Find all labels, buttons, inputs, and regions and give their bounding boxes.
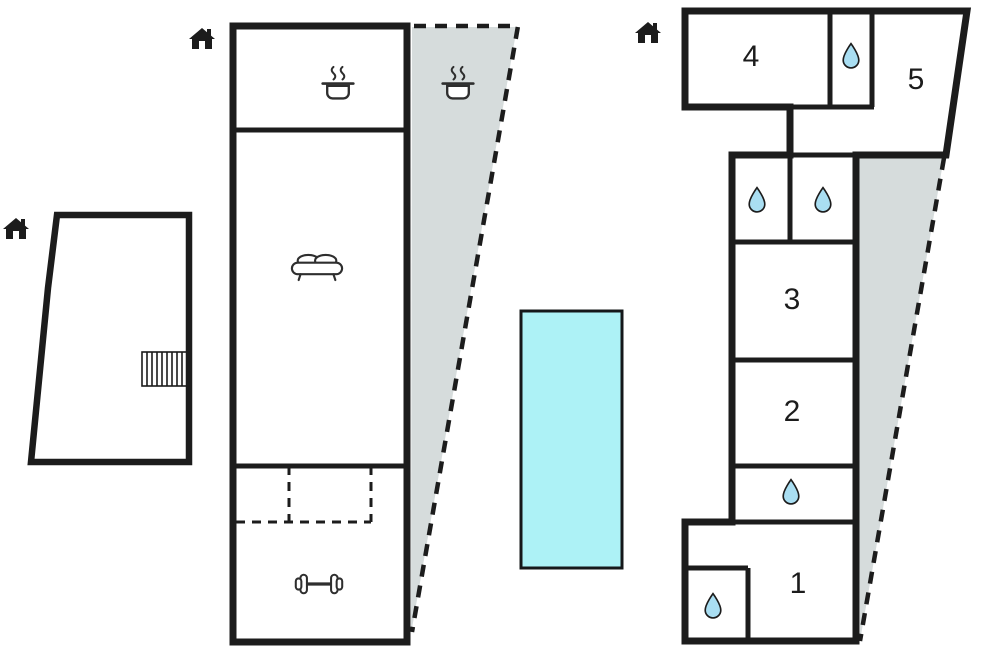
main-terrace-dashed-edge — [857, 157, 947, 642]
annex-terrace-dashed-edge — [409, 23, 521, 633]
room-5-label: 5 — [907, 63, 925, 96]
fitness-dumbbell-icon — [293, 570, 345, 598]
annex-interior-walls — [230, 127, 409, 469]
main-terrace-area — [857, 157, 944, 641]
bathroom-drop-icon — [702, 592, 724, 620]
bathroom-drop-icon — [746, 186, 768, 214]
swimming-pool — [519, 309, 624, 570]
bathroom-drop-icon — [840, 42, 862, 70]
stove-icon — [320, 64, 356, 104]
sofa-icon — [289, 250, 345, 283]
house-marker-icon — [634, 20, 662, 44]
stairs-icon — [141, 351, 188, 387]
stove-icon — [440, 64, 476, 104]
house-marker-icon — [2, 216, 30, 240]
room-1-label: 1 — [789, 567, 807, 600]
main-interior-walls — [685, 11, 875, 641]
house-marker-icon — [188, 26, 216, 50]
annex-dashed-partition — [236, 466, 373, 524]
room-3-label: 3 — [783, 283, 801, 316]
bathroom-drop-icon — [780, 478, 802, 506]
bathroom-drop-icon — [812, 186, 834, 214]
plot-outline — [27, 211, 193, 466]
room-2-label: 2 — [783, 395, 801, 428]
annex-outline — [229, 22, 411, 646]
room-4-label: 4 — [742, 40, 760, 73]
